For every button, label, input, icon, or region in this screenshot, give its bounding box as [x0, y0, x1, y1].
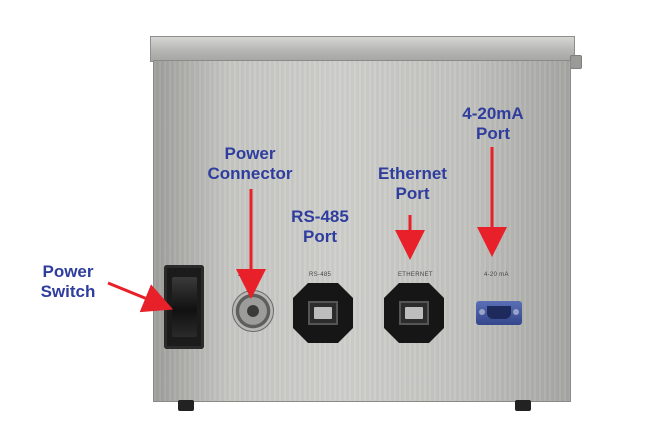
power-switch-annotation: Power Switch: [28, 262, 108, 302]
analog-annotation: 4-20mA Port: [443, 104, 543, 144]
enclosure-foot-right: [515, 400, 531, 411]
db9-screw-right: [513, 309, 519, 315]
ethernet-annotation-text: Ethernet Port: [378, 164, 447, 203]
rs485-port-jack: [314, 307, 332, 319]
enclosure-foot-left: [178, 400, 194, 411]
db9-pin-block: [487, 306, 511, 319]
power-switch-arrow: [107, 281, 174, 313]
rs485-annotation: RS-485 Port: [280, 207, 360, 247]
analog-panel-label: 4-20 mA: [484, 272, 509, 278]
power-connector-annotation: Power Connector: [195, 144, 305, 184]
rs485-port-socket: [308, 301, 338, 325]
rs485-annotation-text: RS-485 Port: [291, 207, 349, 246]
rs485-panel-label: RS-485: [309, 272, 332, 278]
power-switch-annotation-text: Power Switch: [40, 262, 96, 301]
ethernet-panel-label: ETHERNET: [398, 272, 433, 278]
ethernet-port-jack: [405, 307, 423, 319]
power-connector-annotation-text: Power Connector: [207, 144, 293, 183]
analog-annotation-text: 4-20mA Port: [462, 104, 524, 143]
ethernet-annotation: Ethernet Port: [365, 164, 460, 204]
db9-screw-left: [479, 309, 485, 315]
power-switch-paddle: [172, 277, 197, 337]
